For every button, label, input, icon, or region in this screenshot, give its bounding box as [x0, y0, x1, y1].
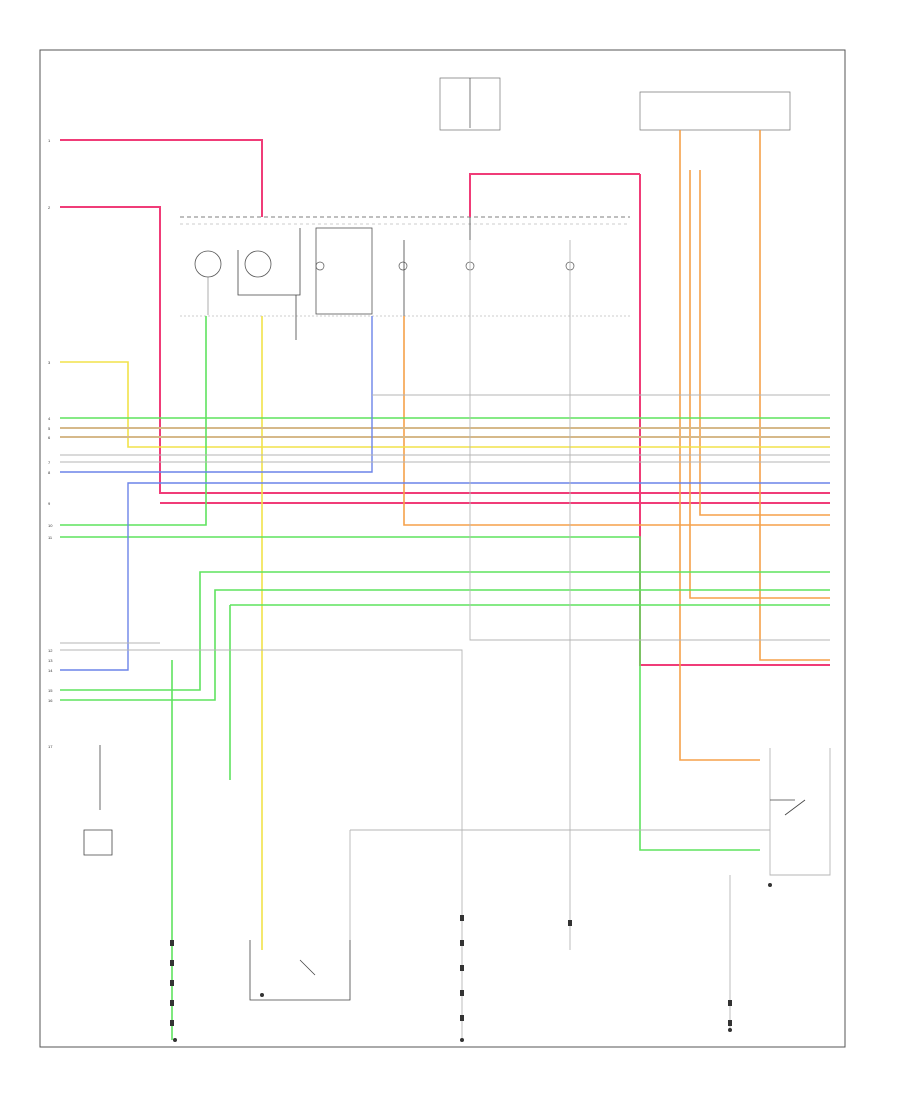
left-pin-6: 6	[48, 435, 51, 440]
left-pin-7: 7	[48, 460, 51, 465]
gauge-2	[244, 250, 272, 278]
left-pin-14: 14	[48, 668, 53, 673]
left-pin-4: 4	[48, 416, 51, 421]
green-wires	[60, 316, 830, 1040]
left-pin-5: 5	[48, 426, 51, 431]
left-pin-3: 3	[48, 360, 51, 365]
left-pin-17: 17	[48, 744, 53, 749]
orange-wires	[403, 130, 830, 761]
bottom-connectors	[170, 915, 732, 1026]
left-pin-9: 9	[48, 501, 51, 506]
warning-lamp-box	[315, 227, 373, 315]
blue-wires	[60, 316, 830, 671]
ground-symbols	[173, 883, 772, 1042]
black-wires	[83, 217, 806, 1001]
gauge-1	[194, 250, 222, 315]
pink-wires	[60, 139, 830, 666]
left-pin-13: 13	[48, 658, 53, 663]
left-pin-12: 12	[48, 648, 53, 653]
gray-wires	[60, 240, 831, 1040]
indicator-lamps	[315, 261, 575, 271]
left-pin-15: 15	[48, 688, 53, 693]
left-pin-labels: 1 2 3 4 5 6 7 8 9 10 11 12 13 14 15 16 1…	[48, 138, 53, 749]
left-pin-16: 16	[48, 698, 53, 703]
left-pin-8: 8	[48, 470, 51, 475]
fuse-box-top-left	[439, 77, 501, 131]
left-pin-2: 2	[48, 205, 51, 210]
diagram-border	[39, 49, 846, 1048]
fuse-box-top-right	[639, 91, 791, 131]
left-pin-10: 10	[48, 523, 53, 528]
tan-wires	[60, 427, 830, 438]
yellow-wires	[60, 316, 830, 950]
left-pin-11: 11	[48, 535, 53, 540]
left-pin-1: 1	[48, 138, 51, 143]
